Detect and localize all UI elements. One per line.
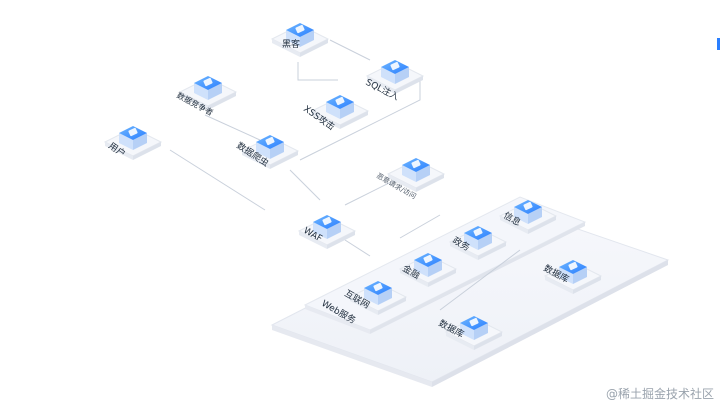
watermark: @稀土掘金技术社区 <box>606 385 714 402</box>
label-hacker: 黑客 <box>282 38 300 50</box>
